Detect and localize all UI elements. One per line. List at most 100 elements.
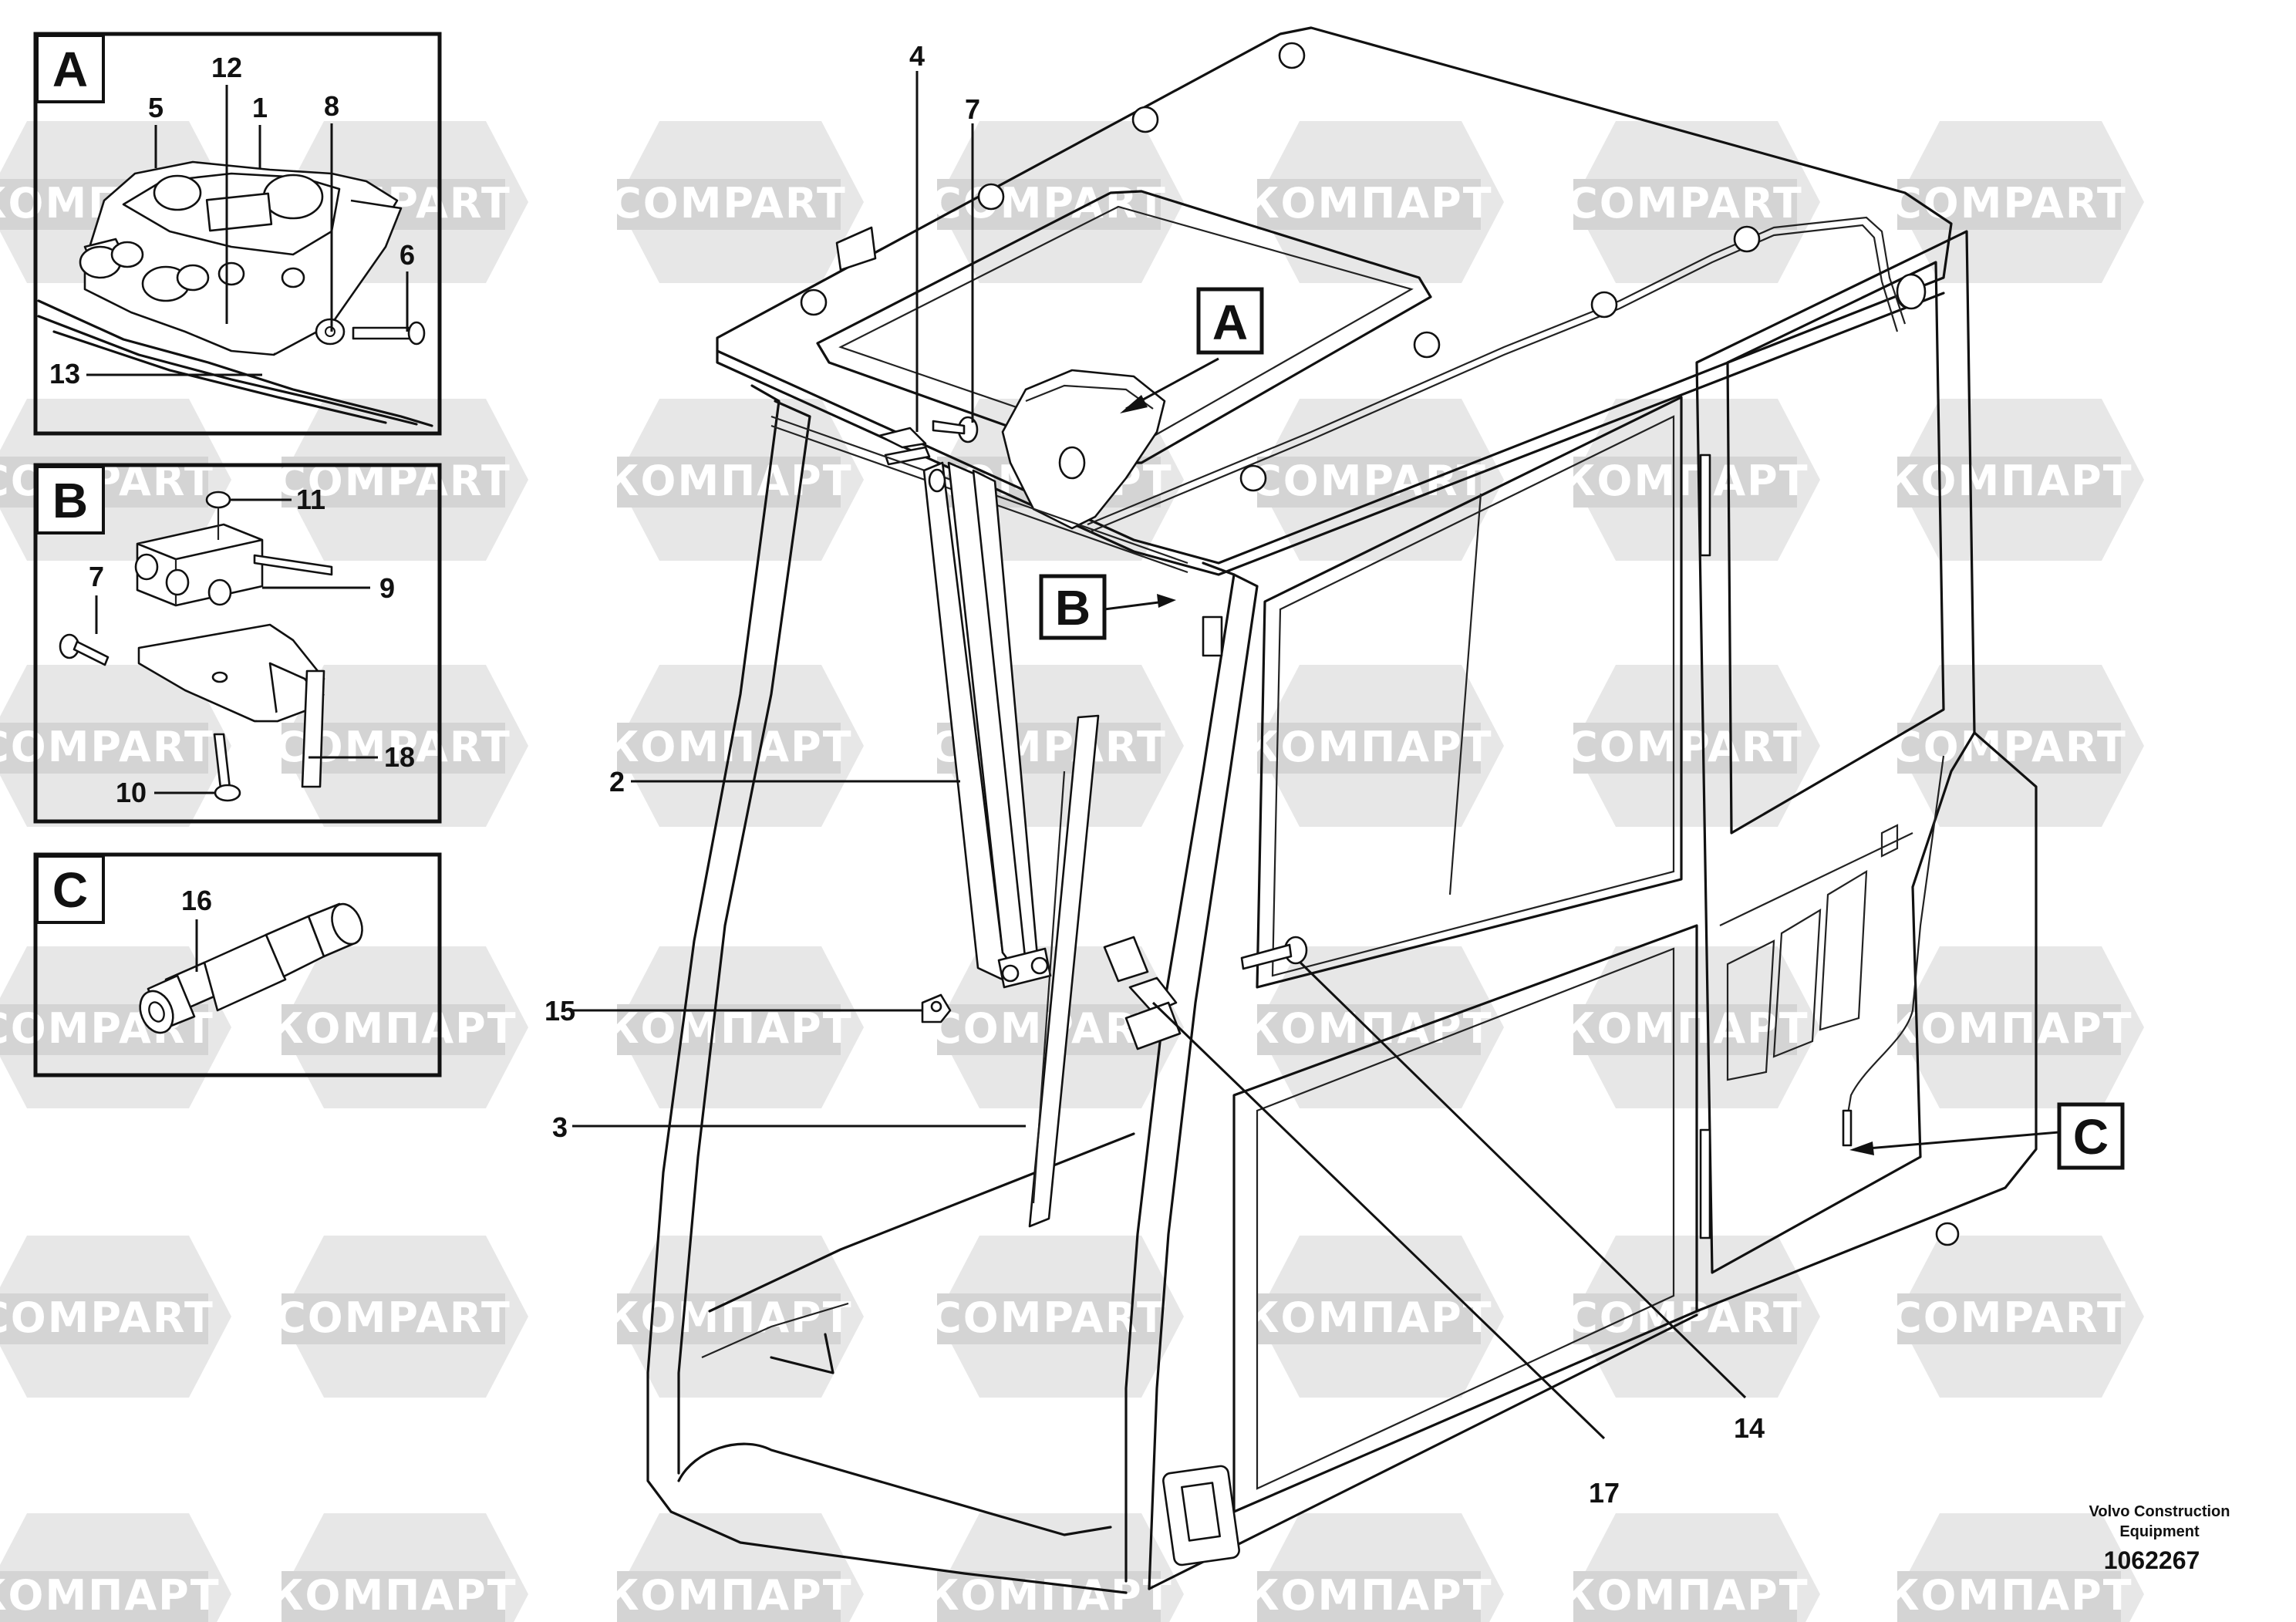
- callout-15: 15: [544, 995, 575, 1027]
- watermark-text: COMPART: [1891, 1293, 2127, 1342]
- callout-b-18: 18: [384, 741, 415, 773]
- watermark-text: КОМПАРТ: [1561, 457, 1809, 505]
- pointer-letter-a: A: [1212, 295, 1248, 350]
- watermark-tile: КОМПАРТ: [605, 399, 864, 561]
- watermark-text: COMPART: [1567, 1293, 1803, 1342]
- watermark-tile: COMPART: [0, 1236, 231, 1398]
- watermark-tile: COMPART: [1567, 1236, 1820, 1398]
- watermark-tile: КОМПАРТ: [1245, 665, 1504, 827]
- watermark-tile: COMPART: [1567, 665, 1820, 827]
- watermark-tile: КОМПАРТ: [1561, 399, 1820, 561]
- callout-a-13: 13: [49, 358, 80, 389]
- watermark-text: COMPART: [931, 1293, 1167, 1342]
- callout-17: 17: [1589, 1477, 1620, 1509]
- watermark-tile: КОМПАРТ: [1245, 1236, 1504, 1398]
- watermark-text: КОМПАРТ: [0, 1571, 221, 1620]
- limit-switch-illustration: [59, 491, 333, 802]
- callout-a-12: 12: [211, 52, 242, 83]
- detail-letter-a: A: [52, 42, 88, 97]
- watermark-text: КОМПАРТ: [605, 1004, 852, 1053]
- callout-3: 3: [552, 1111, 568, 1143]
- detail-box-b: B 11 9 7 18 10: [33, 463, 442, 824]
- watermark-tile: КОМПАРТ: [1885, 946, 2144, 1108]
- watermark-text: КОМПАРТ: [605, 1571, 852, 1620]
- watermark-tile: COMPART: [931, 1236, 1184, 1398]
- hose-connector-illustration: [139, 902, 363, 1034]
- watermark-text: COMPART: [1567, 179, 1803, 228]
- watermark-tile: КОМПАРТ: [1245, 946, 1504, 1108]
- callout-a-5: 5: [148, 92, 164, 123]
- callout-a-1: 1: [252, 92, 268, 123]
- cab-illustration: [646, 26, 2038, 1594]
- credit-line-1: Volvo Construction: [2089, 1503, 2230, 1520]
- callout-14: 14: [1734, 1412, 1765, 1444]
- detail-letter-c: C: [52, 862, 88, 918]
- pointer-box-c: C: [2057, 1102, 2125, 1170]
- watermark-text: КОМПАРТ: [1885, 457, 2132, 505]
- detail-box-a: A 12 1 5 8 6 1: [33, 32, 442, 436]
- watermark-tile: COMPART: [275, 399, 528, 561]
- watermark-text: COMPART: [275, 1293, 511, 1342]
- callout-a-8: 8: [324, 90, 339, 122]
- watermark-tile: COMPART: [931, 121, 1184, 283]
- watermark-text: КОМПАРТ: [1561, 1571, 1809, 1620]
- watermark-tile: КОМПАРТ: [0, 1513, 231, 1622]
- watermark-tile: COMPART: [1891, 121, 2144, 283]
- wiper-motor-illustration: [37, 160, 433, 427]
- watermark-tile: КОМПАРТ: [269, 946, 528, 1108]
- callout-b-11: 11: [296, 484, 325, 515]
- watermark-tile: КОМПАРТ: [605, 946, 864, 1108]
- pointer-box-a: A: [1196, 287, 1264, 355]
- watermark-tile: COMPART: [1891, 665, 2144, 827]
- watermark-tile: КОМПАРТ: [605, 1236, 864, 1398]
- watermark-text: КОМПАРТ: [1245, 179, 1492, 228]
- callout-b-9: 9: [379, 572, 395, 604]
- watermark-tile: COMPART: [275, 665, 528, 827]
- detail-letter-b: B: [52, 473, 88, 528]
- watermark-text: КОМПАРТ: [1885, 1571, 2132, 1620]
- main-leader-lines: [572, 71, 2060, 1440]
- callout-2: 2: [609, 766, 625, 798]
- watermark-tile: КОМПАРТ: [269, 1513, 528, 1622]
- watermark-tile: КОМПАРТ: [605, 665, 864, 827]
- publisher-credit: Volvo Construction Equipment 1062267: [2089, 1503, 2230, 1574]
- watermark-text: КОМПАРТ: [269, 1004, 517, 1053]
- watermark-text: КОМПАРТ: [605, 723, 852, 771]
- watermark-text: КОМПАРТ: [1885, 1004, 2132, 1053]
- watermark-tile: КОМПАРТ: [1245, 121, 1504, 283]
- detail-box-c: C 16: [33, 852, 442, 1077]
- callout-4: 4: [909, 40, 925, 72]
- watermark-text: COMPART: [931, 179, 1167, 228]
- pointer-letter-b: B: [1055, 580, 1091, 636]
- watermark-text: COMPART: [1251, 457, 1487, 505]
- pointer-box-b: B: [1039, 574, 1107, 640]
- watermark-layer: КОМПАРТ COMPART COMPART COMPART КОМПАРТ COMPA…: [0, 121, 2144, 1622]
- watermark-text: КОМПАРТ: [1561, 1004, 1809, 1053]
- watermark-tile: COMPART: [1567, 121, 1820, 283]
- watermark-text: COMPART: [0, 723, 214, 771]
- watermark-tile: КОМПАРТ: [925, 1513, 1184, 1622]
- watermark-text: КОМПАРТ: [925, 1571, 1172, 1620]
- watermark-text: COMPART: [611, 179, 847, 228]
- callout-b-10: 10: [116, 777, 147, 808]
- watermark-text: COMPART: [1567, 723, 1803, 771]
- watermark-text: COMPART: [1891, 179, 2127, 228]
- watermark-text: КОМПАРТ: [605, 1293, 852, 1342]
- watermark-text: КОМПАРТ: [1245, 1571, 1492, 1620]
- document-number: 1062267: [2104, 1546, 2200, 1574]
- credit-line-2: Equipment: [2119, 1523, 2200, 1540]
- pointer-letter-c: C: [2073, 1109, 2109, 1165]
- callout-b-7: 7: [89, 561, 104, 592]
- watermark-tile: КОМПАРТ: [1885, 1513, 2144, 1622]
- watermark-tile: КОМПАРТ: [605, 1513, 864, 1622]
- watermark-tile: COMPART: [1251, 399, 1504, 561]
- watermark-tile: КОМПАРТ: [1885, 399, 2144, 561]
- watermark-text: КОМПАРТ: [1245, 1293, 1492, 1342]
- watermark-text: КОМПАРТ: [605, 457, 852, 505]
- watermark-text: КОМПАРТ: [1245, 723, 1492, 771]
- callout-c-16: 16: [181, 885, 212, 916]
- watermark-tile: COMPART: [611, 121, 864, 283]
- watermark-tile: COMPART: [275, 1236, 528, 1398]
- watermark-tile: КОМПАРТ: [1561, 1513, 1820, 1622]
